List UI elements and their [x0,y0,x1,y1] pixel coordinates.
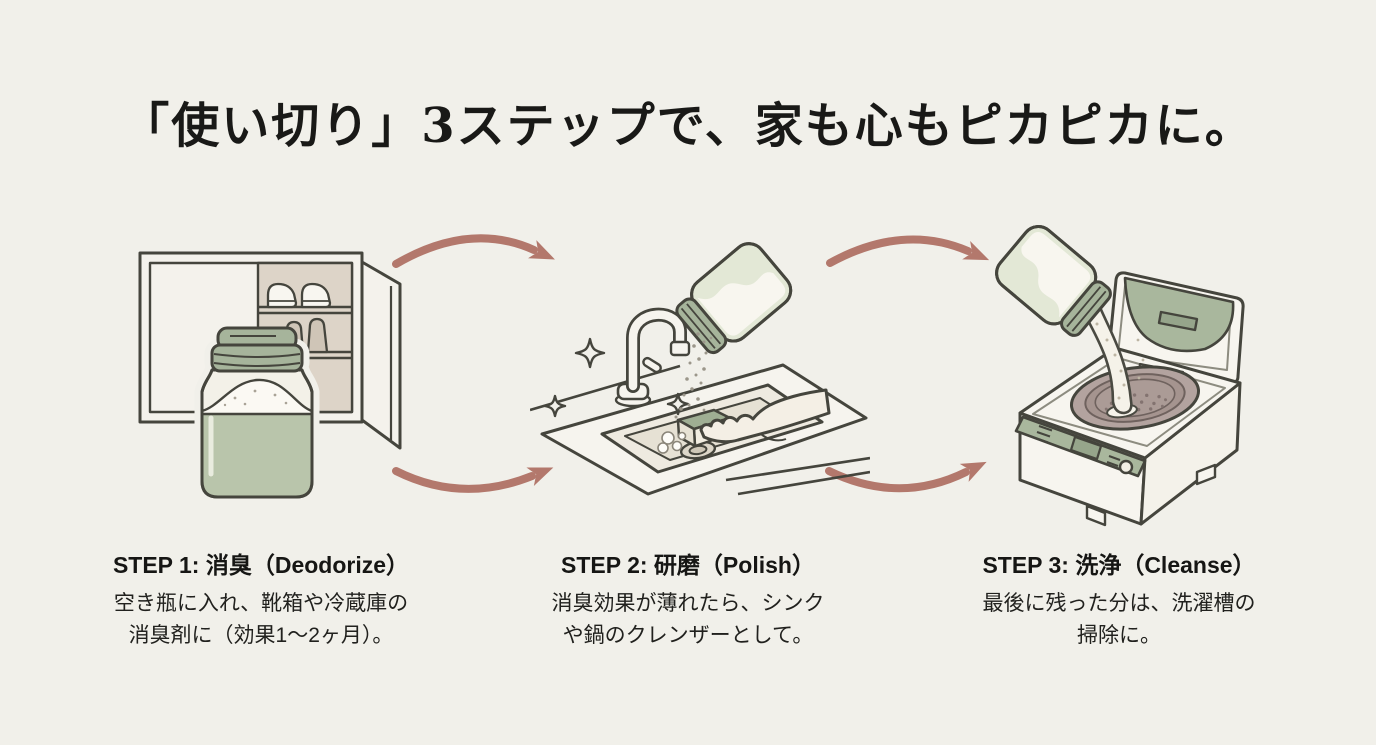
baking-soda-jar-icon [194,326,320,505]
illustration-step3-washing-machine [995,225,1245,527]
washer-control-panel-icon [1014,415,1147,478]
step3-description-line1: 最後に残った分は、洗濯槽の [982,592,1256,615]
washer-start-button [1118,459,1134,475]
hand-icon [699,388,831,444]
step2-caption: STEP 2: 研磨（Polish） 消臭効果が薄れたら、シンク や鍋のクレンザ… [498,546,878,651]
step1-caption: STEP 1: 消臭（Deodorize） 空き瓶に入れ、靴箱や冷蔵庫の 消臭剤… [71,546,451,651]
step2-description-line1: 消臭効果が薄れたら、シンク [551,592,825,615]
step3-caption: STEP 3: 洗浄（Cleanse） 最後に残った分は、洗濯槽の 掃除に。 [929,546,1309,651]
step1-heading: STEP 1: 消臭（Deodorize） [112,552,410,578]
suds-icon [657,431,687,454]
washer-display [1069,435,1103,461]
tilted-jar-pouring-icon-washer [995,225,1112,337]
tilted-jar-pouring-icon [675,242,793,355]
faucet-icon [614,307,691,408]
illustration-step1-jar-and-shoe-cabinet [138,251,402,505]
step2-description-line2: や鍋のクレンザーとして。 [562,623,814,647]
step3-heading: STEP 3: 洗浄（Cleanse） [982,552,1256,578]
illustration-step2-sink-scrub [530,242,870,496]
sneakers-icon [266,282,332,309]
step1-description-line1: 空き瓶に入れ、靴箱や冷蔵庫の [113,592,409,615]
powder-stream-icon [1079,296,1145,419]
step3-description-line2: 掃除に。 [1077,623,1161,647]
step1-description-line2: 消臭剤に（効果1〜2ヶ月）。 [128,623,394,647]
step2-heading: STEP 2: 研磨（Polish） [561,552,815,578]
page-title: 「使い切り」3ステップで、家も心もピカピカに。 [121,98,1255,154]
falling-powder-dots [674,332,713,419]
